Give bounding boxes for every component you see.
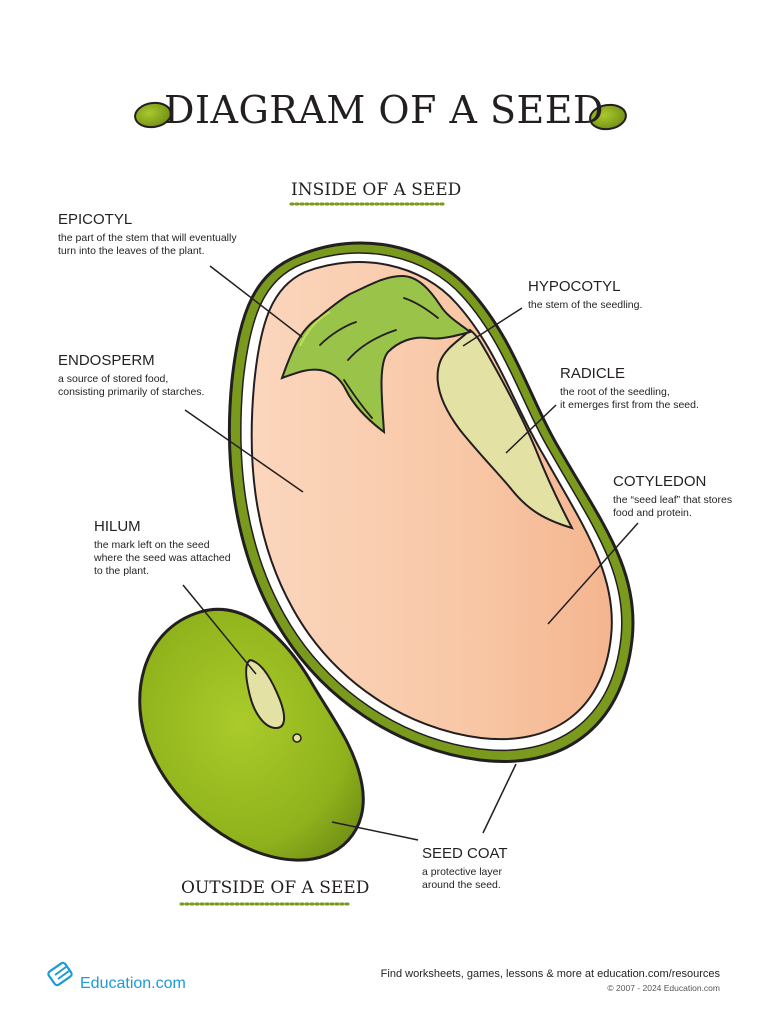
footer-info: Find worksheets, games, lessons & more a…: [381, 968, 720, 993]
endosperm-desc: a source of stored food, consisting prim…: [58, 373, 205, 398]
seed-coat-leader-2: [331, 821, 419, 841]
label-hilum: HILUM the mark left on the seed where th…: [94, 518, 231, 578]
hilum-leader: [182, 584, 257, 675]
hypocotyl-desc: the stem of the seedling.: [528, 299, 643, 311]
page-title: DIAGRAM OF A SEED: [164, 88, 604, 132]
education-logo-icon: [47, 961, 73, 987]
endosperm-name: ENDOSPERM: [58, 352, 155, 369]
bean-icon-left: [134, 101, 172, 129]
hypocotyl-name: HYPOCOTYL: [528, 278, 621, 295]
hilum-name: HILUM: [94, 518, 141, 535]
hilum-mark: [245, 658, 302, 743]
label-endosperm: ENDOSPERM a source of stored food, consi…: [58, 352, 204, 399]
radicle-shape: [436, 328, 574, 530]
radicle-desc: the root of the seedling, it emerges fir…: [560, 386, 699, 411]
seed-coat-desc: a protective layer around the seed.: [422, 866, 502, 891]
epicotyl-leaves: [280, 274, 473, 435]
footer-tagline[interactable]: Find worksheets, games, lessons & more a…: [380, 968, 720, 980]
cotyledon-leader: [547, 522, 639, 625]
outside-title: OUTSIDE OF A SEED: [181, 878, 370, 898]
hypocotyl-leader: [462, 307, 523, 347]
epicotyl-leader: [209, 265, 303, 338]
inside-title: INSIDE OF A SEED: [291, 180, 462, 200]
endosperm-leader: [184, 409, 304, 493]
radicle-leader: [505, 404, 557, 454]
footer-copyright: © 2007 - 2024 Education.com: [607, 983, 720, 993]
cotyledon-name: COTYLEDON: [613, 473, 707, 490]
label-hypocotyl: HYPOCOTYL the stem of the seedling.: [528, 278, 642, 312]
education-logo[interactable]: Education.com: [76, 975, 186, 993]
education-logo-text[interactable]: Education.com: [80, 975, 186, 992]
label-cotyledon: COTYLEDON the “seed leaf” that stores fo…: [613, 473, 732, 520]
hilum-desc: the mark left on the seed where the seed…: [94, 539, 231, 577]
seed-coat-leader-1: [482, 763, 517, 834]
epicotyl-name: EPICOTYL: [58, 211, 133, 228]
label-seed-coat: SEED COAT a protective layer around the …: [422, 845, 508, 892]
leader-lines: [182, 265, 639, 841]
bean-icon-right: [589, 103, 627, 131]
outside-seed: [138, 607, 365, 862]
label-epicotyl: EPICOTYL the part of the stem that will …: [58, 211, 237, 258]
seed-coat-name: SEED COAT: [422, 845, 508, 862]
epicotyl-desc: the part of the stem that will eventuall…: [58, 232, 237, 257]
cotyledon-desc: the “seed leaf” that stores food and pro…: [613, 494, 733, 519]
label-radicle: RADICLE the root of the seedling, it eme…: [560, 365, 699, 412]
radicle-name: RADICLE: [560, 365, 626, 382]
